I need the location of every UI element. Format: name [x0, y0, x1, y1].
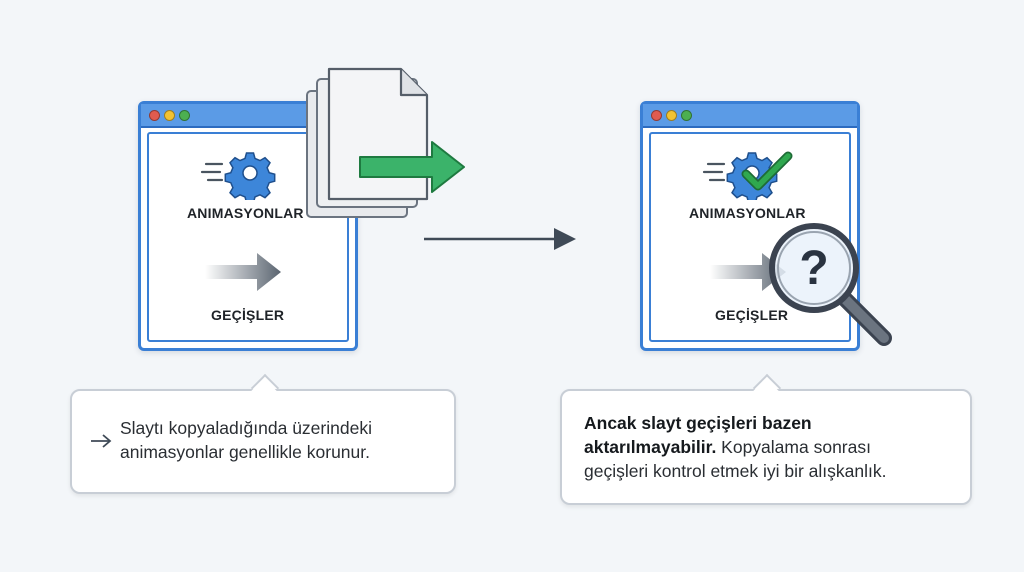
animation-check-icon: [702, 151, 793, 200]
transitions-label: GEÇİŞLER: [211, 307, 285, 323]
animations-label: ANIMASYONLAR: [187, 205, 304, 221]
left-callout-line2: animasyonlar genellikle korunur.: [120, 442, 370, 462]
maximize-dot: [179, 110, 190, 121]
transition-arrow-icon: [205, 253, 281, 291]
svg-text:?: ?: [799, 242, 828, 295]
right-callout-line1: Ancak slayt geçişleri bazen: [584, 413, 812, 433]
magnifier-question-icon: ?: [769, 223, 892, 346]
close-dot: [651, 110, 662, 121]
left-callout-line1: Slaytı kopyaladığında üzerindeki: [120, 418, 372, 438]
left-callout: Slaytı kopyaladığında üzerindeki animasy…: [70, 389, 456, 494]
right-callout-rest: Kopyalama sonrası: [716, 437, 871, 457]
window-titlebar: [643, 104, 857, 128]
minimize-dot: [164, 110, 175, 121]
animations-label: ANIMASYONLAR: [689, 205, 806, 221]
process-arrow-icon: [424, 228, 576, 250]
transitions-label: GEÇİŞLER: [715, 307, 789, 323]
right-callout: Ancak slayt geçişleri bazen aktarılmayab…: [560, 389, 972, 505]
right-callout-bold: aktarılmayabilir.: [584, 437, 717, 457]
animation-gear-icon: [200, 152, 276, 200]
maximize-dot: [681, 110, 692, 121]
minimize-dot: [666, 110, 677, 121]
close-dot: [149, 110, 160, 121]
export-arrow-icon: [359, 141, 465, 193]
transition-arrow-icon: [710, 253, 786, 291]
right-callout-line3: geçişleri kontrol etmek iyi bir alışkanl…: [584, 461, 887, 481]
arrow-right-icon: [91, 434, 112, 448]
right-callout-line2: aktarılmayabilir. Kopyalama sonrası: [584, 435, 871, 459]
